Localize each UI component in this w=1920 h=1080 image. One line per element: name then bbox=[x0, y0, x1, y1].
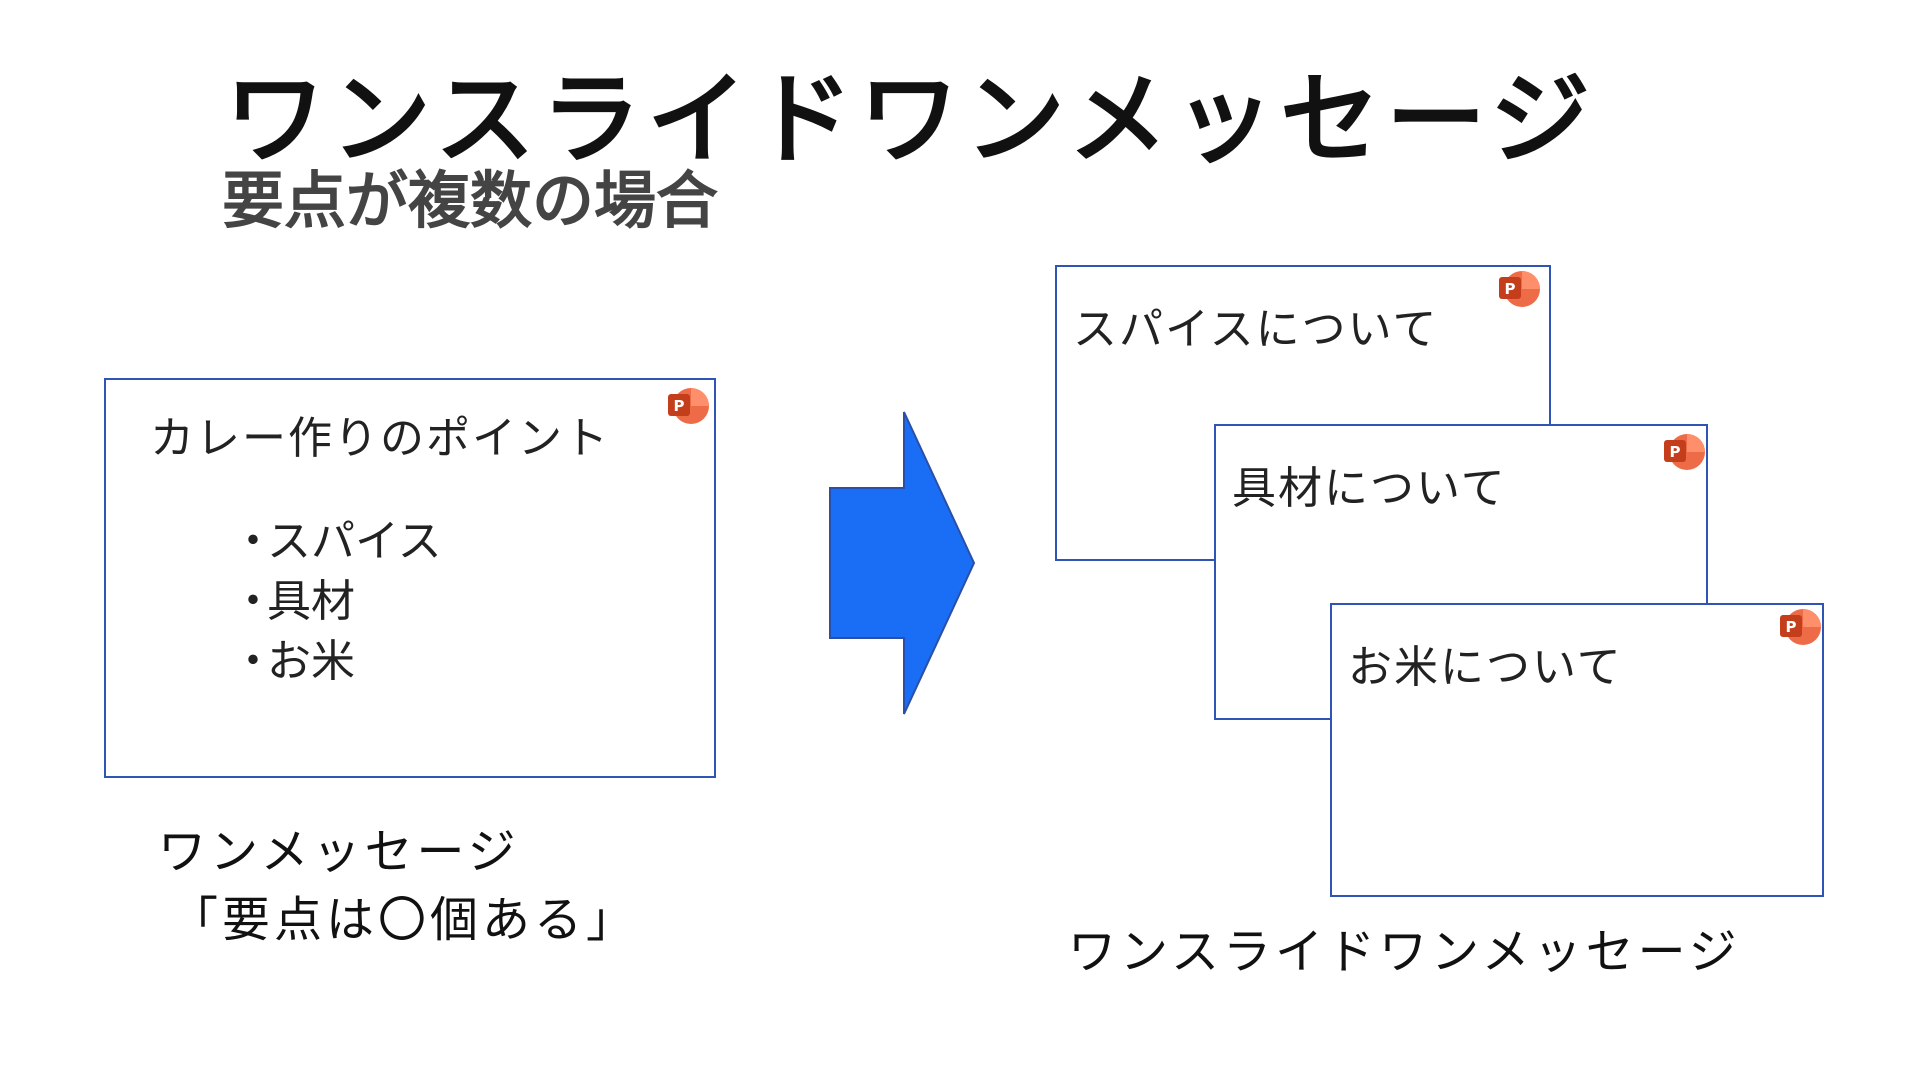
right-caption: ワンスライドワンメッセージ bbox=[1068, 924, 1741, 980]
powerpoint-icon: P bbox=[1664, 434, 1705, 470]
list-item: ・スパイス bbox=[231, 516, 442, 567]
rice-slide: お米について P bbox=[1330, 603, 1824, 897]
powerpoint-icon: P bbox=[1499, 271, 1540, 307]
right-arrow-icon bbox=[829, 411, 976, 715]
svg-text:P: P bbox=[1670, 443, 1681, 461]
summary-bullet-list: ・スパイス ・具材 ・お米 bbox=[231, 512, 442, 692]
left-caption-line2: 「要点は〇個ある」 bbox=[170, 892, 639, 948]
summary-slide: カレー作りのポイント P ・スパイス ・具材 ・お米 bbox=[104, 378, 716, 778]
powerpoint-icon: P bbox=[668, 388, 709, 424]
svg-text:P: P bbox=[674, 397, 685, 415]
left-caption-line1: ワンメッセージ bbox=[158, 824, 520, 880]
summary-slide-heading: カレー作りのポイント bbox=[150, 413, 610, 464]
list-item: ・お米 bbox=[231, 636, 355, 687]
list-item: ・具材 bbox=[231, 576, 355, 627]
spice-slide-heading: スパイスについて bbox=[1073, 304, 1439, 355]
page-subtitle: 要点が複数の場合 bbox=[222, 164, 719, 237]
ingredients-slide-heading: 具材について bbox=[1232, 463, 1507, 514]
powerpoint-icon: P bbox=[1780, 609, 1821, 645]
page-title: ワンスライドワンメッセージ bbox=[225, 61, 1596, 178]
rice-slide-heading: お米について bbox=[1348, 642, 1623, 693]
svg-text:P: P bbox=[1505, 280, 1516, 298]
svg-text:P: P bbox=[1786, 618, 1797, 636]
